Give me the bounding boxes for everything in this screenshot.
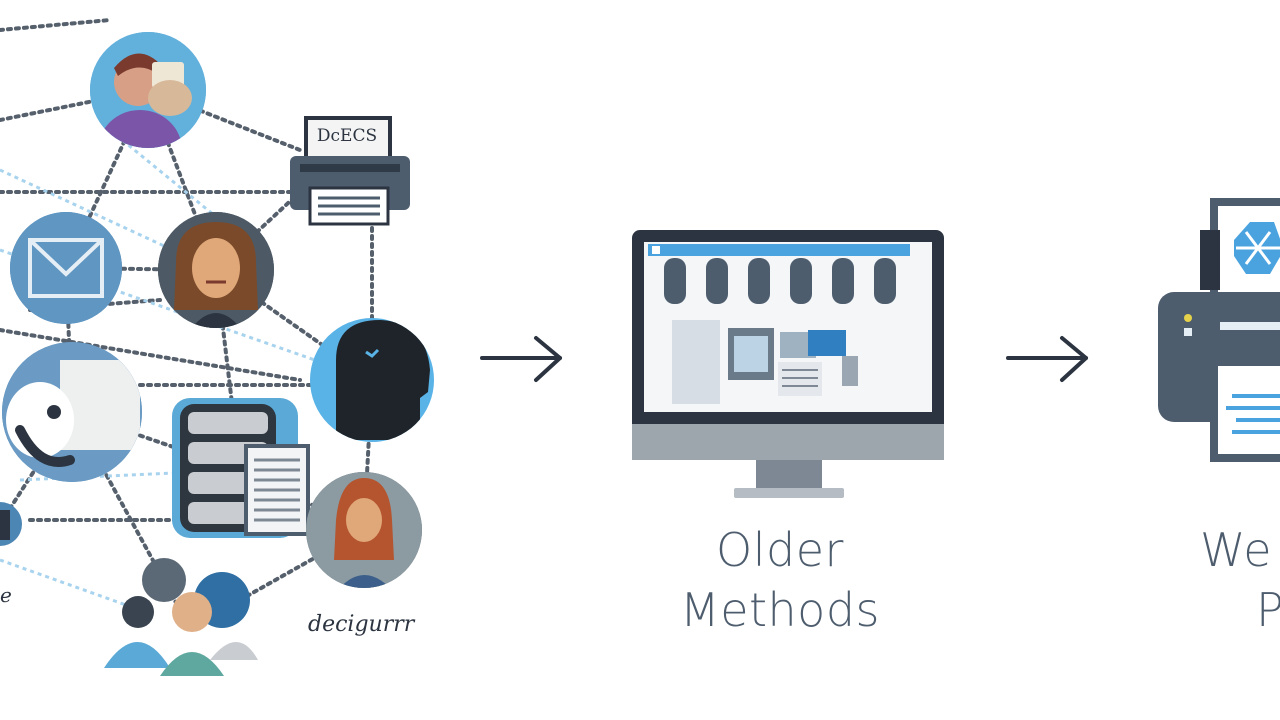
printer-paper-text: DcECS	[316, 126, 378, 146]
phone-user-icon	[2, 342, 142, 482]
document-icon	[244, 444, 310, 536]
group-people-icon	[104, 558, 258, 676]
woman-avatar-icon	[158, 212, 274, 328]
web-caption-line-2: P	[1256, 583, 1280, 637]
web-caption: We P	[1200, 520, 1280, 640]
store-awning	[664, 258, 896, 304]
arrow-right-icon	[480, 336, 562, 382]
web-caption-line-1: We	[1200, 523, 1273, 577]
arrow-right-icon	[1006, 336, 1088, 382]
printer-icon	[290, 116, 410, 226]
older-caption-line-2: Methods	[680, 583, 880, 637]
older-caption-line-1: Older	[716, 523, 844, 577]
left-fragment-label: e	[0, 583, 12, 607]
head-silhouette-icon	[310, 318, 434, 442]
mail-icon	[10, 212, 122, 324]
network-script-label: decigurrr	[308, 612, 415, 637]
partial-node-icon	[0, 502, 22, 546]
computer-monitor-icon	[632, 230, 944, 498]
web-printer-icon	[1158, 198, 1280, 462]
shopper-avatar-icon	[306, 472, 422, 588]
older-methods-caption: Older Methods	[640, 520, 920, 640]
person-avatar-icon	[90, 32, 206, 148]
